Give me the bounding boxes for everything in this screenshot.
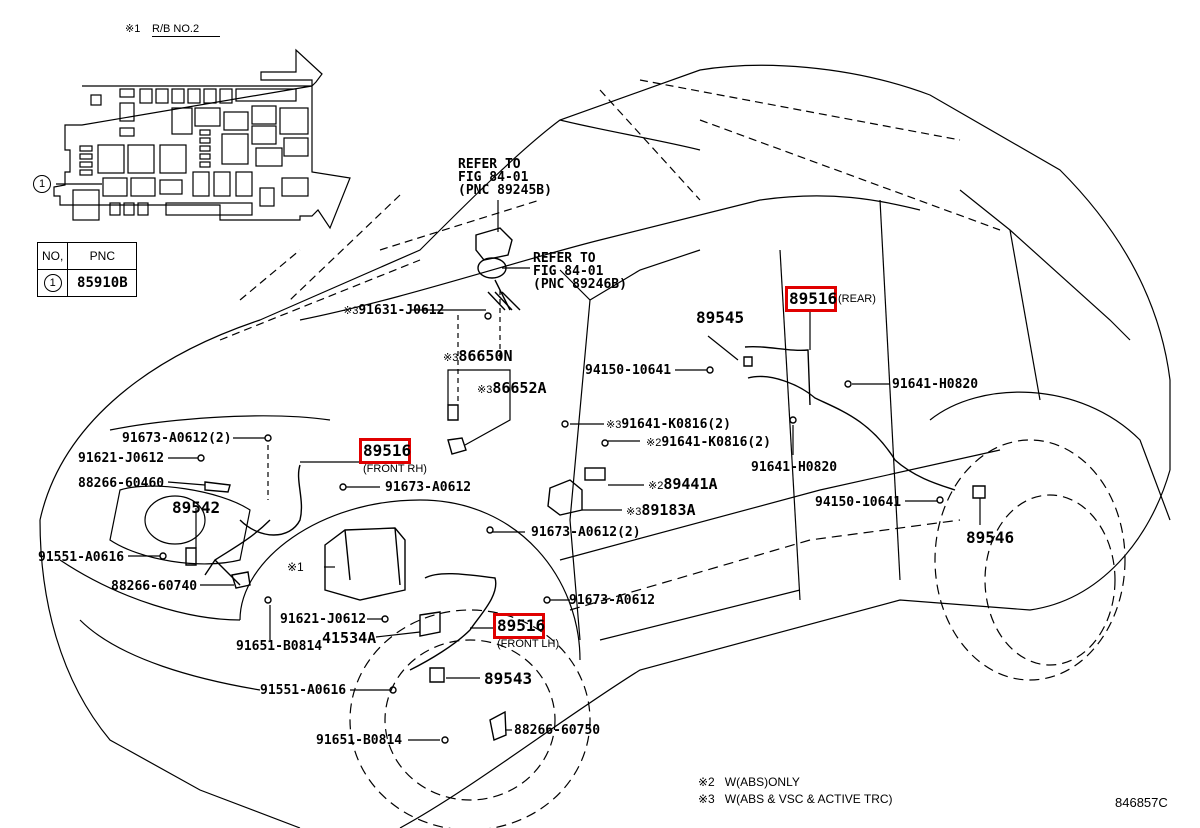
part-label-89542[interactable]: 89542 <box>172 498 221 517</box>
headlamp <box>109 485 251 565</box>
part-label-91641-k0816-3[interactable]: ※391641-K0816(2) <box>606 417 731 432</box>
part-label-88266-60750[interactable]: 88266-60750 <box>514 723 601 738</box>
legend-item-3: ※3 W(ABS & VSC & ACTIVE TRC) <box>698 792 893 806</box>
part-label-91673-a0612-2b[interactable]: 91673-A0612(2) <box>531 525 641 540</box>
inset-callout: 1 <box>33 175 51 193</box>
pnc-table: NO, PNC 1 85910B <box>36 242 138 297</box>
figure-id: 846857C <box>1115 795 1168 810</box>
pnc-table-row: 1 85910B <box>36 269 138 297</box>
vehicle-body-outline <box>39 64 1171 828</box>
inset-title-mark: ※1 <box>125 23 141 35</box>
rear-wheel <box>929 391 1171 681</box>
part-label-86650n[interactable]: ※386650N <box>443 347 513 365</box>
pnc-table-header-pnc: PNC <box>67 242 138 270</box>
part-note-front-rh: (FRONT RH) <box>363 463 427 475</box>
pnc-table-cell-pnc[interactable]: 85910B <box>67 269 138 297</box>
part-label-89543[interactable]: 89543 <box>484 669 533 688</box>
refer-note-89245b[interactable]: REFER TO FIG 84-01 (PNC 89245B) <box>458 157 552 198</box>
part-label-41534a[interactable]: 41534A <box>322 629 377 647</box>
part-label-91651-b0814-a[interactable]: 91651-B0814 <box>236 639 323 654</box>
part-note-rear: (REAR) <box>838 293 876 305</box>
refer-note-89246b[interactable]: REFER TO FIG 84-01 (PNC 89246B) <box>533 251 627 292</box>
front-wheel <box>349 609 591 828</box>
components <box>159 227 986 744</box>
part-label-89546[interactable]: 89546 <box>966 528 1015 547</box>
inset-leader-line <box>289 194 401 301</box>
part-label-91551-a0616-b[interactable]: 91551-A0616 <box>260 683 347 698</box>
part-label-91641-h0820-b[interactable]: 91641-H0820 <box>751 460 838 475</box>
pnc-table-header-no: NO, <box>36 242 69 270</box>
part-label-91621-j0612-b[interactable]: 91621-J0612 <box>280 612 367 627</box>
leader-lines <box>128 200 981 741</box>
part-label-91673-a0612-2a[interactable]: 91673-A0612(2) <box>122 431 232 446</box>
highlight-box-89516-rear <box>785 286 837 312</box>
part-label-91551-a0616-a[interactable]: 91551-A0616 <box>38 550 125 565</box>
part-label-89516-front-rh[interactable]: 89516 <box>363 441 412 460</box>
part-label-86652a[interactable]: ※386652A <box>477 379 547 397</box>
part-label-rb-no2[interactable]: ※1 <box>287 560 304 574</box>
part-label-89516-front-lh[interactable]: 89516 <box>497 616 546 635</box>
part-label-89545[interactable]: 89545 <box>696 308 745 327</box>
part-label-89516-rear[interactable]: 89516 <box>789 289 838 308</box>
part-note-front-lh: (FRONT LH) <box>497 638 560 650</box>
part-label-94150-10641-b[interactable]: 94150-10641 <box>815 495 902 510</box>
part-label-91641-h0820-a[interactable]: 91641-H0820 <box>892 377 979 392</box>
part-label-91621-j0612-a[interactable]: 91621-J0612 <box>78 451 165 466</box>
inset-title: R/B NO.2 <box>152 24 220 37</box>
highlight-box-89516-front-lh <box>493 613 545 639</box>
part-label-91641-k0816-2[interactable]: ※291641-K0816(2) <box>646 435 771 450</box>
pnc-table-cell-no: 1 <box>36 269 69 297</box>
relay-box-drawing <box>53 48 351 230</box>
part-label-91631-j0612[interactable]: ※391631-J0612 <box>343 303 445 318</box>
part-label-88266-60460[interactable]: 88266-60460 <box>78 476 165 491</box>
part-label-89183a[interactable]: ※389183A <box>626 501 696 519</box>
highlight-box-89516-front-rh <box>359 438 411 464</box>
legend-item-2: ※2 W(ABS)ONLY <box>698 775 800 789</box>
part-label-89441a[interactable]: ※289441A <box>648 475 718 493</box>
part-label-88266-60740[interactable]: 88266-60740 <box>111 579 198 594</box>
part-label-91651-b0814-b[interactable]: 91651-B0814 <box>316 733 403 748</box>
part-label-91673-a0612-b[interactable]: 91673-A0612 <box>569 593 656 608</box>
part-label-91673-a0612-a[interactable]: 91673-A0612 <box>385 480 472 495</box>
part-label-94150-10641-a[interactable]: 94150-10641 <box>585 363 672 378</box>
